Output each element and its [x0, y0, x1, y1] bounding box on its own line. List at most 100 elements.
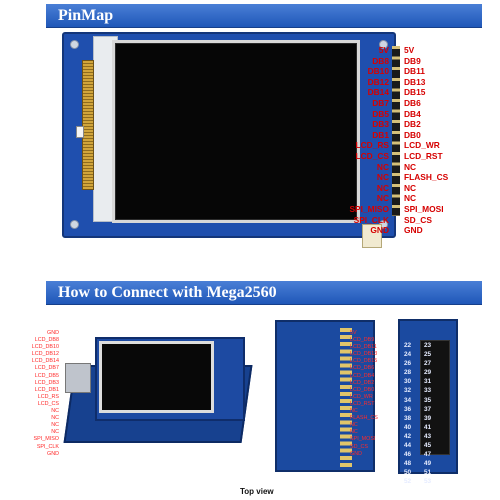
pinmap-label: NC	[51, 415, 59, 422]
pinmap-label: NC	[51, 408, 59, 415]
mega-pin-number: 36	[404, 405, 412, 413]
mega-pin-number: 43	[424, 432, 432, 440]
pinmap-label: LCD_DB8	[34, 337, 59, 344]
mega-pin-number: 31	[424, 378, 432, 386]
pinmap-label: SPI_MISO	[33, 436, 59, 443]
pin-label: FLASH_CS	[404, 172, 449, 183]
mega-pin-number: 49	[424, 460, 432, 468]
mega-pin-number: 33	[424, 387, 432, 395]
pin-label: GND	[404, 225, 423, 236]
lcd-screen	[112, 40, 360, 223]
pinmap-label: SPI_MOSI	[350, 436, 376, 443]
mega-pin-row: 24 25	[404, 350, 444, 359]
pinmap-label: LCD_DB9	[350, 337, 375, 344]
pin-label: DB9	[404, 55, 421, 66]
pin-label: SD_CS	[404, 214, 432, 225]
mega-pin-number: 23	[424, 342, 432, 349]
mega-pin-row: 40 41	[404, 423, 444, 432]
mega-pin-row: 32 33	[404, 386, 444, 395]
mega-pin-number: 39	[424, 414, 432, 422]
pin-label: GND	[370, 225, 389, 236]
pin-label: DB3	[372, 119, 389, 130]
pin-label: LCD_WR	[404, 140, 440, 151]
mega-pin-number: 41	[424, 423, 432, 431]
mega-pin-row: 36 37	[404, 405, 444, 414]
pin-label: SPI_CLK	[353, 214, 389, 225]
pin-label: DB10	[367, 66, 389, 77]
mega-pin-number: 53	[424, 478, 432, 486]
pinmap-label: GND	[350, 450, 362, 457]
pinmap-label: LCD_DB10	[31, 344, 59, 351]
pin-label: 5V	[404, 45, 415, 55]
pin-label: DB0	[404, 129, 421, 140]
pin-label: NC	[376, 193, 389, 204]
pinmap-label: LCD_DB0	[350, 386, 375, 393]
mega-pin-number: 24	[404, 351, 412, 359]
usb-port-icon	[65, 363, 91, 393]
pin-label: DB11	[404, 66, 425, 77]
mega-pin-row: 44 45	[404, 441, 444, 450]
pinmap-banner: PinMap	[46, 4, 482, 28]
pin-label: DB5	[372, 108, 389, 119]
mega-pin-number: 26	[404, 360, 412, 368]
pinmap-label: LCD_DB13	[350, 351, 378, 358]
pinmap-label: LCD_RS	[37, 393, 59, 400]
mega-pin-row: 28 29	[404, 368, 444, 377]
gold-contact-strip	[82, 60, 94, 190]
pin-label: NC	[376, 182, 389, 193]
mega-pin-number: 45	[424, 442, 432, 450]
pinmap-label: LCD_DB11	[350, 344, 377, 351]
pin-label: DB8	[372, 55, 389, 66]
pin-label: DB14	[367, 87, 389, 98]
pin-label: DB6	[404, 97, 421, 108]
pinmap-label: LCD_DB6	[350, 365, 375, 372]
mega-pin-number: 32	[404, 387, 412, 395]
mega-pin-number: 37	[424, 405, 432, 413]
pinmap-label: LCD_DB3	[34, 379, 59, 386]
pinmap-label: LCD_DB1	[34, 386, 59, 393]
pinmap-label: NC	[350, 422, 358, 429]
pinmap-label: GND	[47, 450, 59, 457]
connector-block	[362, 224, 382, 248]
pin-label: DB15	[404, 87, 426, 98]
pinmap-label: LCD_DB12	[31, 351, 59, 358]
mega-pin-number: 29	[424, 369, 432, 377]
pin-label: DB2	[404, 119, 421, 130]
pin-label: LCD_RS	[355, 140, 389, 151]
pinmap-label: SD_CS	[350, 443, 368, 450]
pinmap-board	[275, 320, 375, 472]
mega-pin-number: 44	[404, 442, 412, 450]
mega-pin-number: 50	[404, 469, 412, 477]
pcb-switch-icon	[76, 126, 84, 138]
pinmap-label: LCD_DB14	[31, 358, 59, 365]
pin-label: NC	[404, 161, 417, 172]
mount-hole-icon	[70, 220, 79, 229]
mega-pin-number: 40	[404, 423, 412, 431]
pin-label: LCD_CS	[355, 150, 389, 161]
mega-pin-number: 47	[424, 451, 432, 459]
pinmap-label: NC	[350, 429, 358, 436]
pin-label: NC	[404, 193, 417, 204]
mega-pin-number: 25	[424, 351, 432, 359]
pin-label: DB12	[367, 76, 389, 87]
connect-banner: How to Connect with Mega2560	[46, 281, 482, 305]
pin-label: DB4	[404, 108, 421, 119]
pinmap-label: NC	[51, 429, 59, 436]
pinmap-label: NC	[51, 422, 59, 429]
mega-pin-number: 28	[404, 369, 412, 377]
mount-hole-icon	[70, 40, 79, 49]
pinmap-label: NC	[350, 408, 358, 415]
pin-label: DB13	[404, 76, 426, 87]
pinmap-label: GND	[47, 330, 59, 336]
